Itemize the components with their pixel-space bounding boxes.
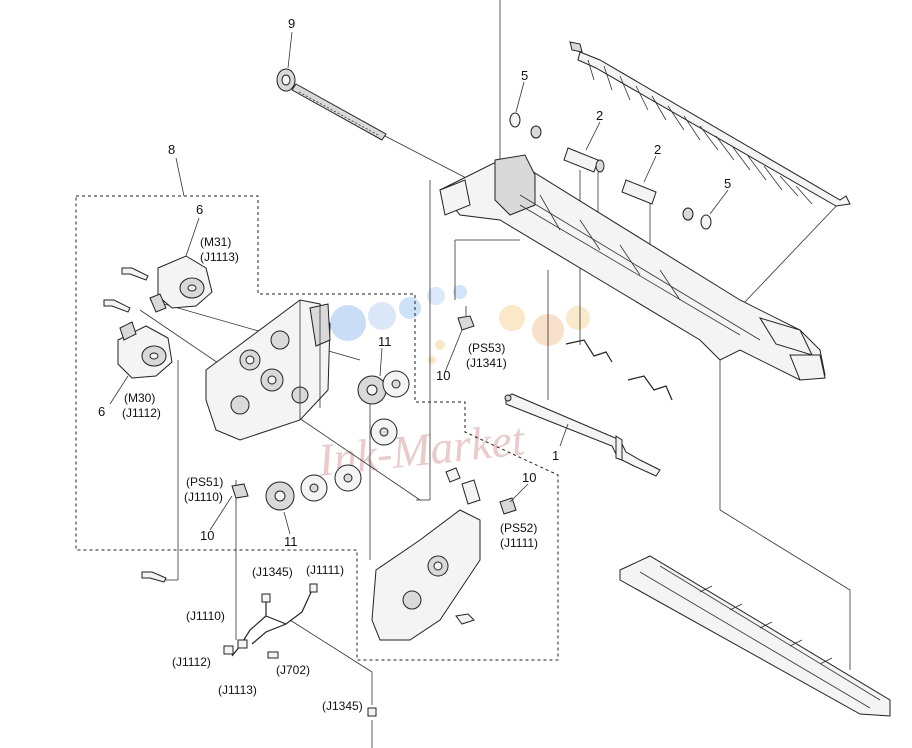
roller-2-lower bbox=[621, 179, 657, 205]
callout-6-lower: 6 bbox=[98, 404, 105, 419]
label-j1113-b: (J1113) bbox=[218, 683, 257, 697]
drive-plate bbox=[205, 299, 331, 441]
drive-shaft bbox=[291, 83, 387, 141]
spring-upper bbox=[565, 339, 613, 363]
watermark-dot bbox=[453, 285, 467, 299]
sensor-ps53 bbox=[457, 306, 475, 331]
callout-leaders bbox=[109, 31, 729, 535]
ring-5-lower bbox=[700, 214, 712, 230]
label-j1110-b: (J1110) bbox=[186, 609, 225, 623]
spring-lower bbox=[627, 375, 673, 401]
label-j1112-b: (J1112) bbox=[172, 655, 211, 669]
lower-guide bbox=[619, 555, 891, 717]
sensor-ps51 bbox=[231, 483, 249, 499]
watermark-dot bbox=[368, 302, 396, 330]
link-arm-1 bbox=[505, 393, 661, 477]
label-j1345-a: (J1345) bbox=[252, 565, 293, 579]
callout-11-upper: 11 bbox=[378, 334, 392, 349]
part-callouts: 9 8 6 6 5 5 2 2 1 11 11 10 10 10 bbox=[98, 16, 731, 549]
watermark-dot bbox=[435, 340, 445, 350]
callout-1: 1 bbox=[552, 448, 559, 463]
screw-lower bbox=[103, 299, 131, 313]
label-j702: (J702) bbox=[276, 663, 310, 677]
motors bbox=[103, 255, 213, 379]
leader-lines bbox=[139, 0, 851, 748]
label-j1111-mid: (J1111) bbox=[500, 536, 538, 550]
roller-2-upper bbox=[563, 147, 599, 173]
feed-guide-frame bbox=[439, 154, 826, 381]
watermark-dot bbox=[499, 305, 525, 331]
label-j1110-mid: (J1110) bbox=[184, 490, 223, 504]
screw-upper bbox=[121, 267, 149, 281]
watermark-dot bbox=[427, 287, 445, 305]
watermark-dot bbox=[428, 356, 436, 364]
lower-bracket bbox=[141, 509, 481, 641]
callout-10-ps53: 10 bbox=[436, 368, 450, 383]
callout-2-upper: 2 bbox=[596, 108, 603, 123]
label-j1113-top: (J1113) bbox=[200, 250, 239, 264]
watermark: Ink-Market bbox=[315, 285, 590, 486]
sensors-lower bbox=[231, 467, 517, 515]
label-ps53: (PS53) bbox=[468, 341, 505, 355]
label-m30: (M30) bbox=[124, 391, 155, 405]
assembly-boundary bbox=[75, 195, 559, 661]
label-j1111-b: (J1111) bbox=[306, 563, 344, 577]
wiring-harness bbox=[223, 583, 377, 717]
label-ps51: (PS51) bbox=[186, 475, 223, 489]
label-j1345-b: (J1345) bbox=[322, 699, 363, 713]
callout-8: 8 bbox=[168, 142, 175, 157]
connector-labels: (M31) (J1113) (M30) (J1112) (PS53) (J134… bbox=[122, 235, 538, 713]
gears-11 bbox=[265, 370, 410, 511]
callout-10-ps52: 10 bbox=[522, 470, 536, 485]
callout-11-lower: 11 bbox=[284, 534, 298, 549]
label-m31: (M31) bbox=[200, 235, 231, 249]
callout-10-ps51: 10 bbox=[200, 528, 214, 543]
callout-6-upper: 6 bbox=[196, 202, 203, 217]
label-ps52: (PS52) bbox=[500, 521, 537, 535]
sensor-ps52 bbox=[499, 497, 517, 515]
roller-parts bbox=[509, 112, 712, 230]
callout-5-lower: 5 bbox=[724, 176, 731, 191]
watermark-dot bbox=[330, 305, 366, 341]
label-j1341: (J1341) bbox=[466, 356, 507, 370]
watermark-dot bbox=[566, 306, 590, 330]
callout-9: 9 bbox=[288, 16, 295, 31]
watermark-dot bbox=[399, 297, 421, 319]
ring-5-upper bbox=[509, 112, 521, 128]
drive-shaft-assembly bbox=[276, 68, 387, 141]
harness-wire bbox=[231, 600, 267, 657]
callout-2-lower: 2 bbox=[654, 142, 661, 157]
finger-guide bbox=[569, 41, 851, 207]
link-parts bbox=[504, 339, 673, 477]
label-j1112-mid: (J1112) bbox=[122, 406, 161, 420]
callout-5-upper: 5 bbox=[521, 68, 528, 83]
